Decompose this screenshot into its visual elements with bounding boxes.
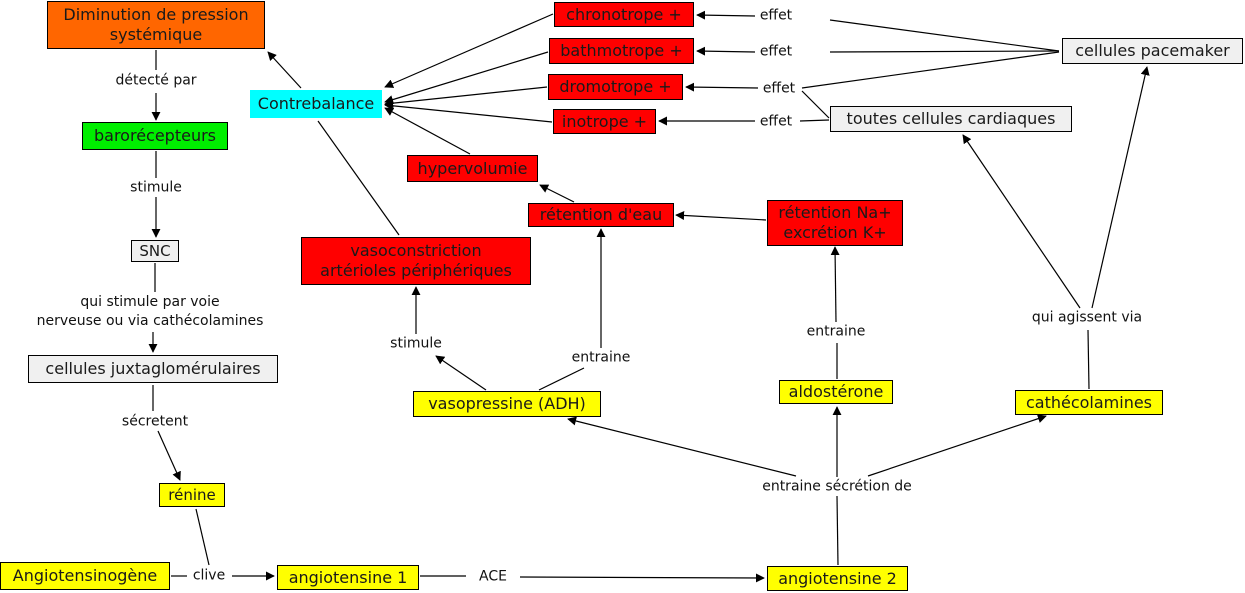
node-angiotensinogene-label: Angiotensinogène: [12, 566, 158, 585]
edge-inotrope-contrebalance: [384, 101, 553, 123]
node-retention-na-line2: excrétion K+: [783, 223, 887, 242]
edge-retention-na-retention-eau: [675, 210, 767, 221]
node-dromotrope-label: dromotrope +: [559, 77, 672, 96]
link-stimule-baro-snc: stimule: [128, 179, 184, 197]
edge-ace-angiotensine2: [519, 573, 765, 583]
node-cardiaques-label: toutes cellules cardiaques: [846, 109, 1056, 128]
node-vasoconstriction[interactable]: vasoconstriction artérioles périphérique…: [301, 237, 531, 285]
edge-dromotrope-contrebalance: [384, 86, 548, 108]
link-qui-stimule-line2: nerveuse ou via cathécolamines: [36, 313, 264, 329]
edge-bathmotrope-contrebalance: [384, 51, 549, 104]
edge-entraine-cathecolamines: [867, 414, 1047, 477]
node-toutes-cellules-cardiaques[interactable]: toutes cellules cardiaques: [830, 106, 1072, 132]
edge-contrebalance-diminution: [267, 51, 302, 89]
node-bathmotrope[interactable]: bathmotrope +: [549, 38, 694, 64]
node-angiotensine-2[interactable]: angiotensine 2: [767, 566, 908, 591]
edge-effet3-dromotrope: [685, 82, 759, 92]
node-snc-label: SNC: [139, 242, 171, 260]
edge-renine-clive: [195, 508, 210, 566]
edge-pacemaker-effet3: [801, 51, 1060, 89]
node-angiotensine1-label: angiotensine 1: [288, 567, 408, 587]
node-barorecepteurs[interactable]: barorécepteurs: [82, 122, 228, 150]
node-contrebalance[interactable]: Contrebalance: [250, 90, 382, 118]
edge-vasopressine-entraine: [538, 367, 585, 391]
link-qui-stimule: qui stimule par voie nerveuse ou via cat…: [34, 293, 266, 331]
edge-effet2-bathmotrope: [696, 46, 756, 56]
node-contrebalance-label: Contrebalance: [257, 94, 375, 113]
link-clive: clive: [190, 567, 228, 585]
node-renine[interactable]: rénine: [159, 483, 225, 507]
node-diminution-line2: systémique: [109, 25, 203, 44]
node-cathecolamines-label: cathécolamines: [1025, 392, 1153, 412]
node-vasopressine[interactable]: vasopressine (ADH): [413, 391, 601, 417]
link-qui-stimule-line1: qui stimule par voie: [80, 294, 220, 310]
node-retention-eau-label: rétention d'eau: [539, 205, 663, 224]
node-pacemaker-label: cellules pacemaker: [1075, 41, 1230, 60]
edge-pacemaker-effet1: [829, 19, 1060, 52]
node-diminution-pression[interactable]: Diminution de pression systémique: [47, 1, 265, 49]
node-cellules-pacemaker[interactable]: cellules pacemaker: [1062, 38, 1243, 64]
node-aldosterone-label: aldostérone: [788, 382, 884, 401]
node-hypervolumie[interactable]: hypervolumie: [407, 155, 538, 182]
node-barorecepteurs-label: barorécepteurs: [93, 126, 216, 145]
node-cathecolamines[interactable]: cathécolamines: [1015, 390, 1163, 415]
edge-cardiaques-effet3: [801, 90, 830, 119]
node-vasopressine-label: vasopressine (ADH): [428, 394, 586, 413]
node-inotrope[interactable]: inotrope +: [553, 109, 656, 134]
node-diminution-line1: Diminution de pression: [63, 5, 249, 24]
node-vasoconstriction-line1: vasoconstriction: [350, 241, 482, 260]
node-vasoconstriction-line2: artérioles périphériques: [320, 261, 512, 280]
link-detecte-par: détecté par: [113, 72, 199, 90]
link-secretent: sécretent: [119, 413, 191, 431]
node-dromotrope[interactable]: dromotrope +: [548, 74, 683, 100]
node-chronotrope[interactable]: chronotrope +: [554, 2, 694, 27]
edge-vasoconstriction-contrebalance: [317, 120, 400, 236]
link-effet-bathmotrope: effet: [757, 43, 795, 61]
node-angiotensine2-label: angiotensine 2: [778, 568, 897, 588]
edge-entraine-retention-na: [830, 246, 840, 323]
node-retention-eau[interactable]: rétention d'eau: [528, 203, 674, 227]
edge-vasopressine-stimule: [435, 355, 487, 391]
link-stimule-vasoconstriction: stimule: [388, 335, 444, 353]
node-juxta-label: cellules juxtaglomérulaires: [45, 359, 261, 378]
link-qui-agissent-via: qui agissent via: [1029, 309, 1145, 327]
node-chronotrope-label: chronotrope +: [566, 4, 682, 24]
link-ace: ACE: [477, 568, 509, 586]
node-aldosterone[interactable]: aldostérone: [779, 380, 893, 404]
edge-retention-eau-hypervolumie: [539, 184, 575, 203]
edge-cardiaques-effet4: [799, 119, 830, 122]
edge-effet1-chronotrope: [696, 10, 756, 20]
node-bathmotrope-label: bathmotrope +: [560, 41, 683, 60]
link-entraine-retention-na: entraine: [804, 323, 868, 341]
edge-quiagissent-cardiaques: [962, 134, 1081, 309]
link-entraine-retention-eau: entraine: [569, 349, 633, 367]
node-retention-na-excretion-k[interactable]: rétention Na+ excrétion K+: [767, 200, 903, 246]
link-entraine-secretion-de: entraine sécrétion de: [760, 478, 914, 496]
edge-cathecolamines-quiagissent: [1087, 329, 1090, 390]
node-hypervolumie-label: hypervolumie: [417, 158, 528, 178]
link-effet-chronotrope: effet: [757, 7, 795, 25]
node-angiotensinogene[interactable]: Angiotensinogène: [0, 562, 170, 590]
link-effet-inotrope: effet: [757, 113, 795, 131]
edge-chronotrope-contrebalance: [384, 13, 554, 88]
node-angiotensine-1[interactable]: angiotensine 1: [277, 565, 419, 590]
link-effet-dromotrope: effet: [760, 80, 798, 98]
node-snc[interactable]: SNC: [131, 240, 179, 262]
node-cellules-juxtaglomerulaires[interactable]: cellules juxtaglomérulaires: [28, 355, 278, 383]
edge-secretent-renine: [157, 430, 181, 481]
edge-quiagissent-pacemaker: [1091, 66, 1150, 309]
edge-hypervolumie-contrebalance: [384, 107, 471, 155]
edge-entraine-vasopressine: [567, 416, 797, 477]
node-renine-label: rénine: [168, 486, 216, 504]
node-retention-na-line1: rétention Na+: [778, 203, 892, 222]
edge-angiotensine2-entraine: [836, 495, 839, 566]
edge-pacemaker-effet2: [829, 50, 1060, 53]
node-inotrope-label: inotrope +: [561, 111, 648, 131]
